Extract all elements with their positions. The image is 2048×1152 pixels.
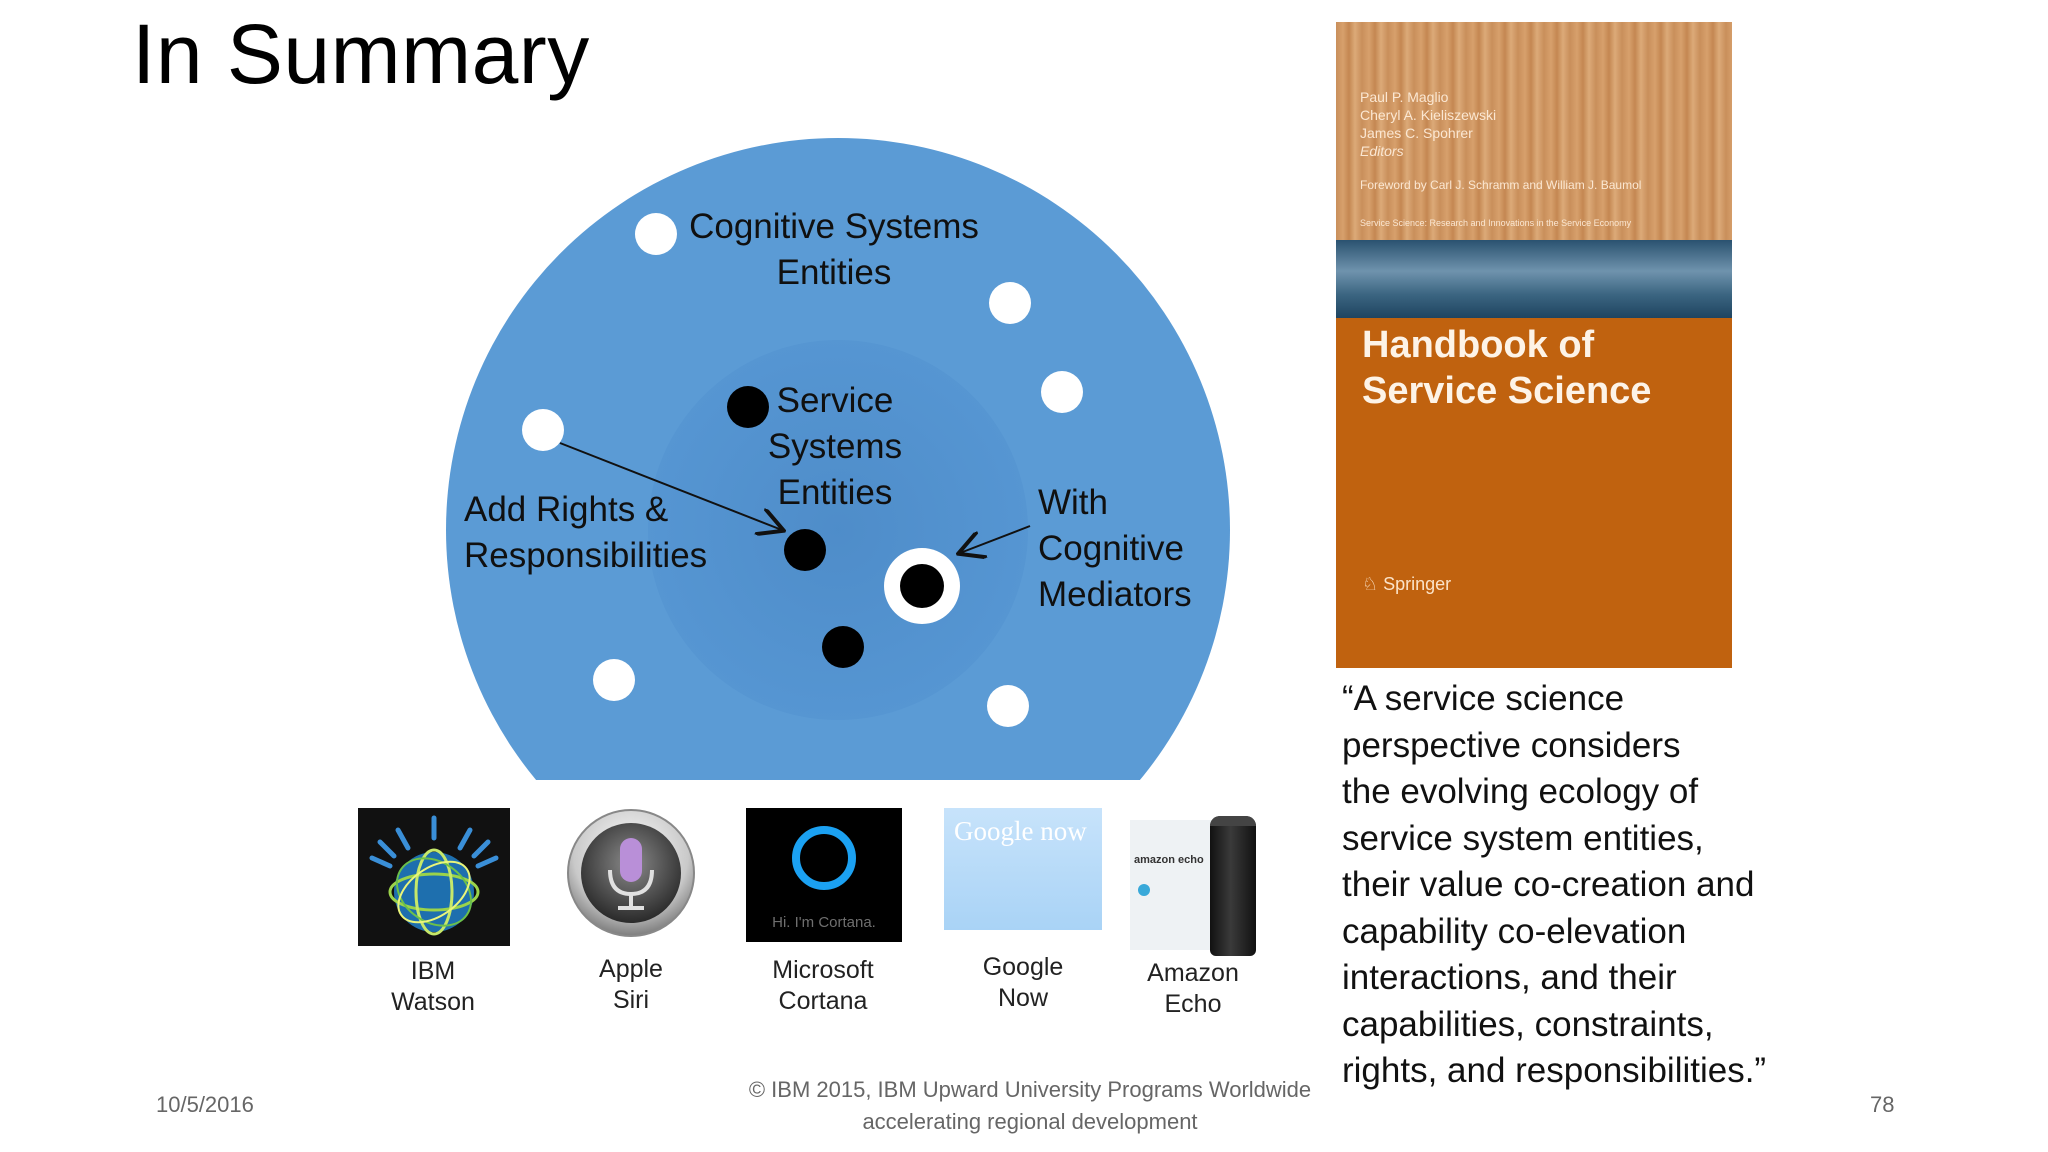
inner-label-line: Systems	[767, 427, 903, 466]
cover-orange-band	[1336, 318, 1732, 668]
copyright-line: © IBM 2015, IBM Upward University Progra…	[748, 1077, 1312, 1102]
amazon-echo-speaker	[1210, 816, 1256, 956]
rights-arrow	[559, 442, 782, 530]
white-dot	[987, 685, 1029, 727]
left-label-line: Add Rights &	[464, 490, 669, 529]
echo-box-dot-icon	[1138, 884, 1150, 896]
microsoft-cortana-logo: Hi. I'm Cortana.	[746, 808, 902, 942]
quote-line: their value co-creation and	[1342, 865, 1755, 904]
inner-label: Service Systems Entities	[750, 378, 920, 516]
amazon-echo-box: amazon echo	[1130, 820, 1230, 950]
assistant-label-line: Cortana	[778, 987, 868, 1015]
slide-page-number: 78	[1870, 1092, 1895, 1117]
cortana-ring-icon	[792, 826, 856, 890]
slide-title: In Summary	[132, 7, 590, 101]
quote-line: capability co-elevation	[1342, 911, 1687, 951]
outer-label-line: Cognitive Systems	[689, 207, 979, 246]
ibm-watson-logo	[358, 808, 510, 946]
book-author: James C. Spohrer	[1360, 125, 1473, 141]
diagram-graphic	[446, 138, 1230, 780]
white-dot	[522, 409, 564, 451]
springer-horse-icon: ♘	[1362, 574, 1384, 594]
amazon-echo-label: Amazon Echo	[1118, 958, 1268, 1020]
ibm-watson-label: IBM Watson	[358, 956, 508, 1018]
book-title: Handbook of Service Science	[1362, 322, 1651, 414]
right-label-line: With	[1038, 483, 1108, 522]
quote-line: interactions, and their	[1342, 958, 1677, 997]
microsoft-cortana-label: Microsoft Cortana	[748, 955, 898, 1017]
handbook-book-cover: Paul P. Maglio Cheryl A. Kieliszewski Ja…	[1336, 22, 1732, 668]
white-dot	[593, 659, 635, 701]
quote-line: capabilities, constraints,	[1342, 1004, 1714, 1044]
google-now-logo: Google now	[944, 808, 1102, 930]
apple-siri-label: Apple Siri	[556, 954, 706, 1016]
assistant-label-line: Siri	[612, 986, 650, 1014]
book-foreword: Foreword by Carl J. Schramm and William …	[1360, 178, 1642, 192]
watson-globe-icon	[369, 815, 499, 936]
publisher-name: Springer	[1383, 574, 1452, 594]
echo-box-text: amazon echo	[1134, 854, 1204, 866]
black-dot	[784, 529, 826, 571]
service-science-quote: “A service science perspective considers…	[1342, 676, 1802, 1095]
inner-circle	[648, 340, 1028, 720]
quote-line: service system entities,	[1342, 818, 1704, 858]
echo-top-ring	[1210, 816, 1256, 826]
book-author: Paul P. Maglio	[1360, 89, 1449, 105]
left-label: Add Rights & Responsibilities	[464, 487, 724, 579]
black-dot	[900, 564, 944, 608]
slide-date: 10/5/2016	[156, 1092, 254, 1117]
google-now-label: Google Now	[948, 952, 1098, 1014]
book-series: Service Science: Research and Innovation…	[1360, 218, 1632, 228]
inner-label-line: Service	[776, 381, 894, 420]
outer-label-line: Entities	[776, 253, 892, 292]
right-label: With Cognitive Mediators	[1038, 480, 1238, 618]
assistant-label-line: Amazon	[1147, 959, 1239, 987]
book-author: Editors	[1360, 143, 1404, 159]
white-dot	[1041, 371, 1083, 413]
black-dot	[727, 386, 769, 428]
book-title-line: Handbook of	[1362, 324, 1595, 366]
assistant-label-line: Apple	[599, 955, 663, 983]
quote-line: “A service science	[1342, 679, 1625, 718]
book-authors: Paul P. Maglio Cheryl A. Kieliszewski Ja…	[1360, 88, 1496, 160]
white-dot	[635, 213, 677, 255]
google-now-screen-text: Google now	[954, 816, 1087, 846]
assistant-label-line: Watson	[391, 988, 475, 1016]
assistant-label-line: Google	[982, 953, 1064, 981]
book-publisher: ♘ Springer	[1362, 574, 1451, 595]
right-label-line: Cognitive	[1038, 529, 1184, 568]
white-dot	[989, 282, 1031, 324]
cover-wave-band	[1336, 240, 1732, 318]
quote-line: rights, and responsibilities.”	[1342, 1051, 1767, 1090]
copyright-line: accelerating regional development	[862, 1109, 1198, 1134]
mediator-arrow	[960, 525, 1031, 553]
right-label-line: Mediators	[1038, 575, 1192, 614]
inner-label-line: Entities	[777, 473, 893, 512]
left-label-line: Responsibilities	[464, 536, 708, 575]
siri-microphone-icon	[567, 809, 695, 937]
assistant-label-line: Echo	[1164, 990, 1222, 1018]
cover-wood-band	[1336, 22, 1732, 240]
apple-siri-logo	[566, 808, 696, 938]
quote-line: the evolving ecology of	[1342, 772, 1699, 811]
assistant-label-line: Microsoft	[772, 956, 874, 984]
slide-copyright: © IBM 2015, IBM Upward University Progra…	[700, 1074, 1360, 1138]
quote-line: perspective considers	[1342, 725, 1681, 765]
book-author: Cheryl A. Kieliszewski	[1360, 107, 1497, 123]
assistant-label-line: Now	[997, 984, 1048, 1012]
service-systems-diagram: Cognitive Systems Entities Service Syste…	[420, 130, 1240, 790]
cortana-screen-text: Hi. I'm Cortana.	[772, 914, 876, 931]
outer-label: Cognitive Systems Entities	[684, 204, 984, 296]
black-dot	[822, 626, 864, 668]
book-title-line: Service Science	[1362, 370, 1652, 412]
assistant-label-line: IBM	[410, 957, 456, 985]
